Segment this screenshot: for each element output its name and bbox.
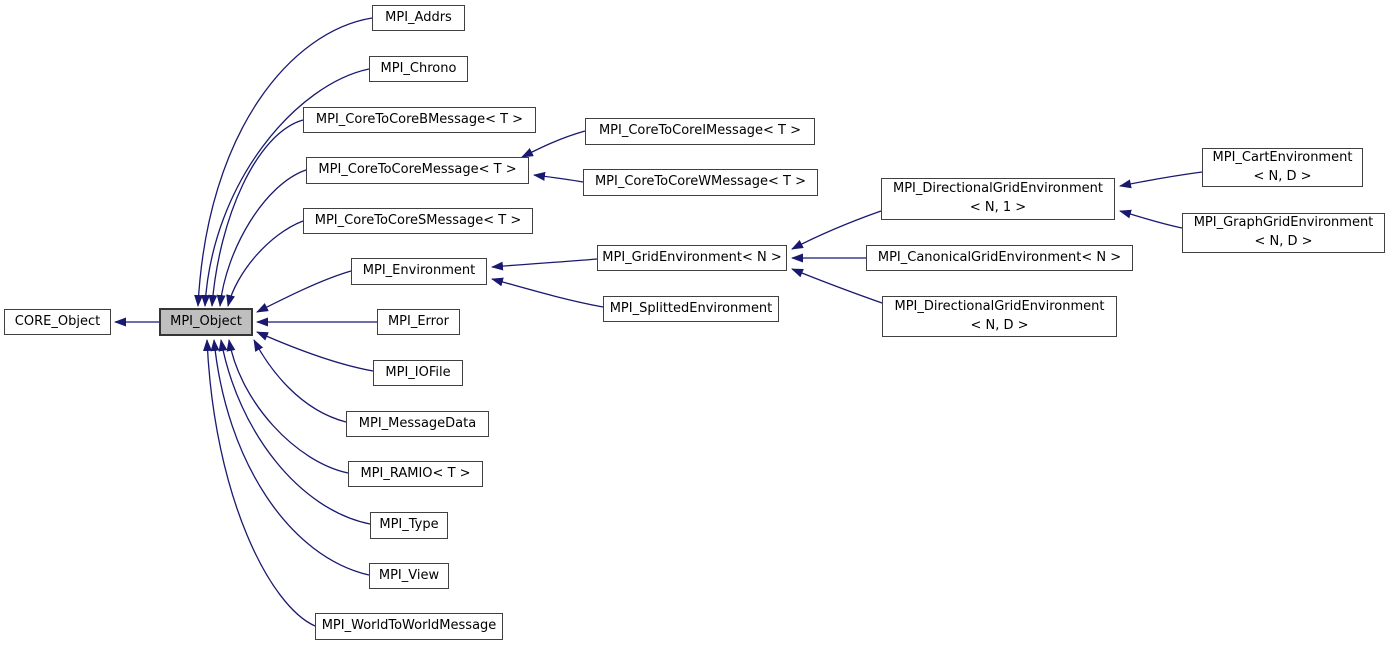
node-mpi-coretocorebmessage[interactable]: MPI_CoreToCoreBMessage< T >: [303, 107, 536, 133]
edge-ctci-ctcm: [521, 130, 586, 158]
node-mpi-ramio[interactable]: MPI_RAMIO< T >: [348, 461, 483, 487]
edge-addrs-mpiobject: [194, 17, 373, 307]
node-mpi-chrono[interactable]: MPI_Chrono: [369, 56, 468, 82]
edge-cartenv-dirgridn1: [1119, 171, 1203, 189]
node-mpi-iofile[interactable]: MPI_IOFile: [373, 360, 463, 386]
edge-graphgrid-dirgridn1: [1119, 209, 1183, 229]
edge-ctcm-mpiobject: [216, 169, 307, 307]
node-mpi-graphgridenvironment[interactable]: MPI_GraphGridEnvironment < N, D >: [1182, 213, 1385, 253]
node-mpi-coretocoreimessage[interactable]: MPI_CoreToCoreIMessage< T >: [585, 118, 815, 145]
edge-view-mpiobject: [210, 339, 370, 576]
node-mpi-coretocoresmessage[interactable]: MPI_CoreToCoreSMessage< T >: [303, 208, 533, 234]
edge-ramio-mpiobject: [226, 339, 349, 474]
node-mpi-worldtoworldmessage[interactable]: MPI_WorldToWorldMessage: [315, 613, 503, 640]
node-mpi-addrs[interactable]: MPI_Addrs: [372, 5, 465, 31]
node-mpi-splittedenvironment[interactable]: MPI_SplittedEnvironment: [603, 296, 779, 322]
edge-iofile-mpiobject: [256, 331, 374, 372]
node-mpi-canonicalgridenvironment[interactable]: MPI_CanonicalGridEnvironment< N >: [866, 245, 1133, 271]
node-mpi-directionalgridenvironment-n1[interactable]: MPI_DirectionalGridEnvironment < N, 1 >: [881, 178, 1115, 220]
edge-type-mpiobject: [218, 339, 371, 525]
edge-ctcs-mpiobject: [226, 220, 304, 307]
node-mpi-directionalgridenvironment-nd[interactable]: MPI_DirectionalGridEnvironment < N, D >: [882, 296, 1117, 337]
edge-splittedenv-environment: [491, 277, 604, 308]
node-mpi-error[interactable]: MPI_Error: [377, 309, 460, 335]
edge-gridenv-environment: [491, 258, 598, 271]
edge-ctcw-ctcm: [533, 171, 584, 183]
node-mpi-coretocorewmessage[interactable]: MPI_CoreToCoreWMessage< T >: [583, 169, 818, 196]
node-mpi-gridenvironment[interactable]: MPI_GridEnvironment< N >: [597, 245, 787, 271]
node-core-object[interactable]: CORE_Object: [4, 309, 111, 335]
edge-ctcb-mpiobject: [208, 119, 304, 307]
node-mpi-coretocoremessage[interactable]: MPI_CoreToCoreMessage< T >: [306, 157, 529, 184]
edge-environment-mpiobject: [256, 270, 352, 313]
edge-wtw-mpiobject: [202, 339, 316, 627]
edge-dirgridn1-gridenv: [791, 210, 882, 250]
node-mpi-object[interactable]: MPI_Object: [159, 308, 253, 336]
node-mpi-type[interactable]: MPI_Type: [370, 512, 448, 539]
node-mpi-view[interactable]: MPI_View: [369, 563, 449, 589]
edge-dirgridnd-gridenv: [791, 268, 883, 304]
edge-messagedata-mpiobject: [253, 339, 347, 423]
node-mpi-cartenvironment[interactable]: MPI_CartEnvironment < N, D >: [1202, 148, 1363, 187]
node-mpi-environment[interactable]: MPI_Environment: [351, 258, 487, 285]
node-mpi-messagedata[interactable]: MPI_MessageData: [346, 411, 489, 437]
edge-chrono-mpiobject: [201, 68, 370, 307]
